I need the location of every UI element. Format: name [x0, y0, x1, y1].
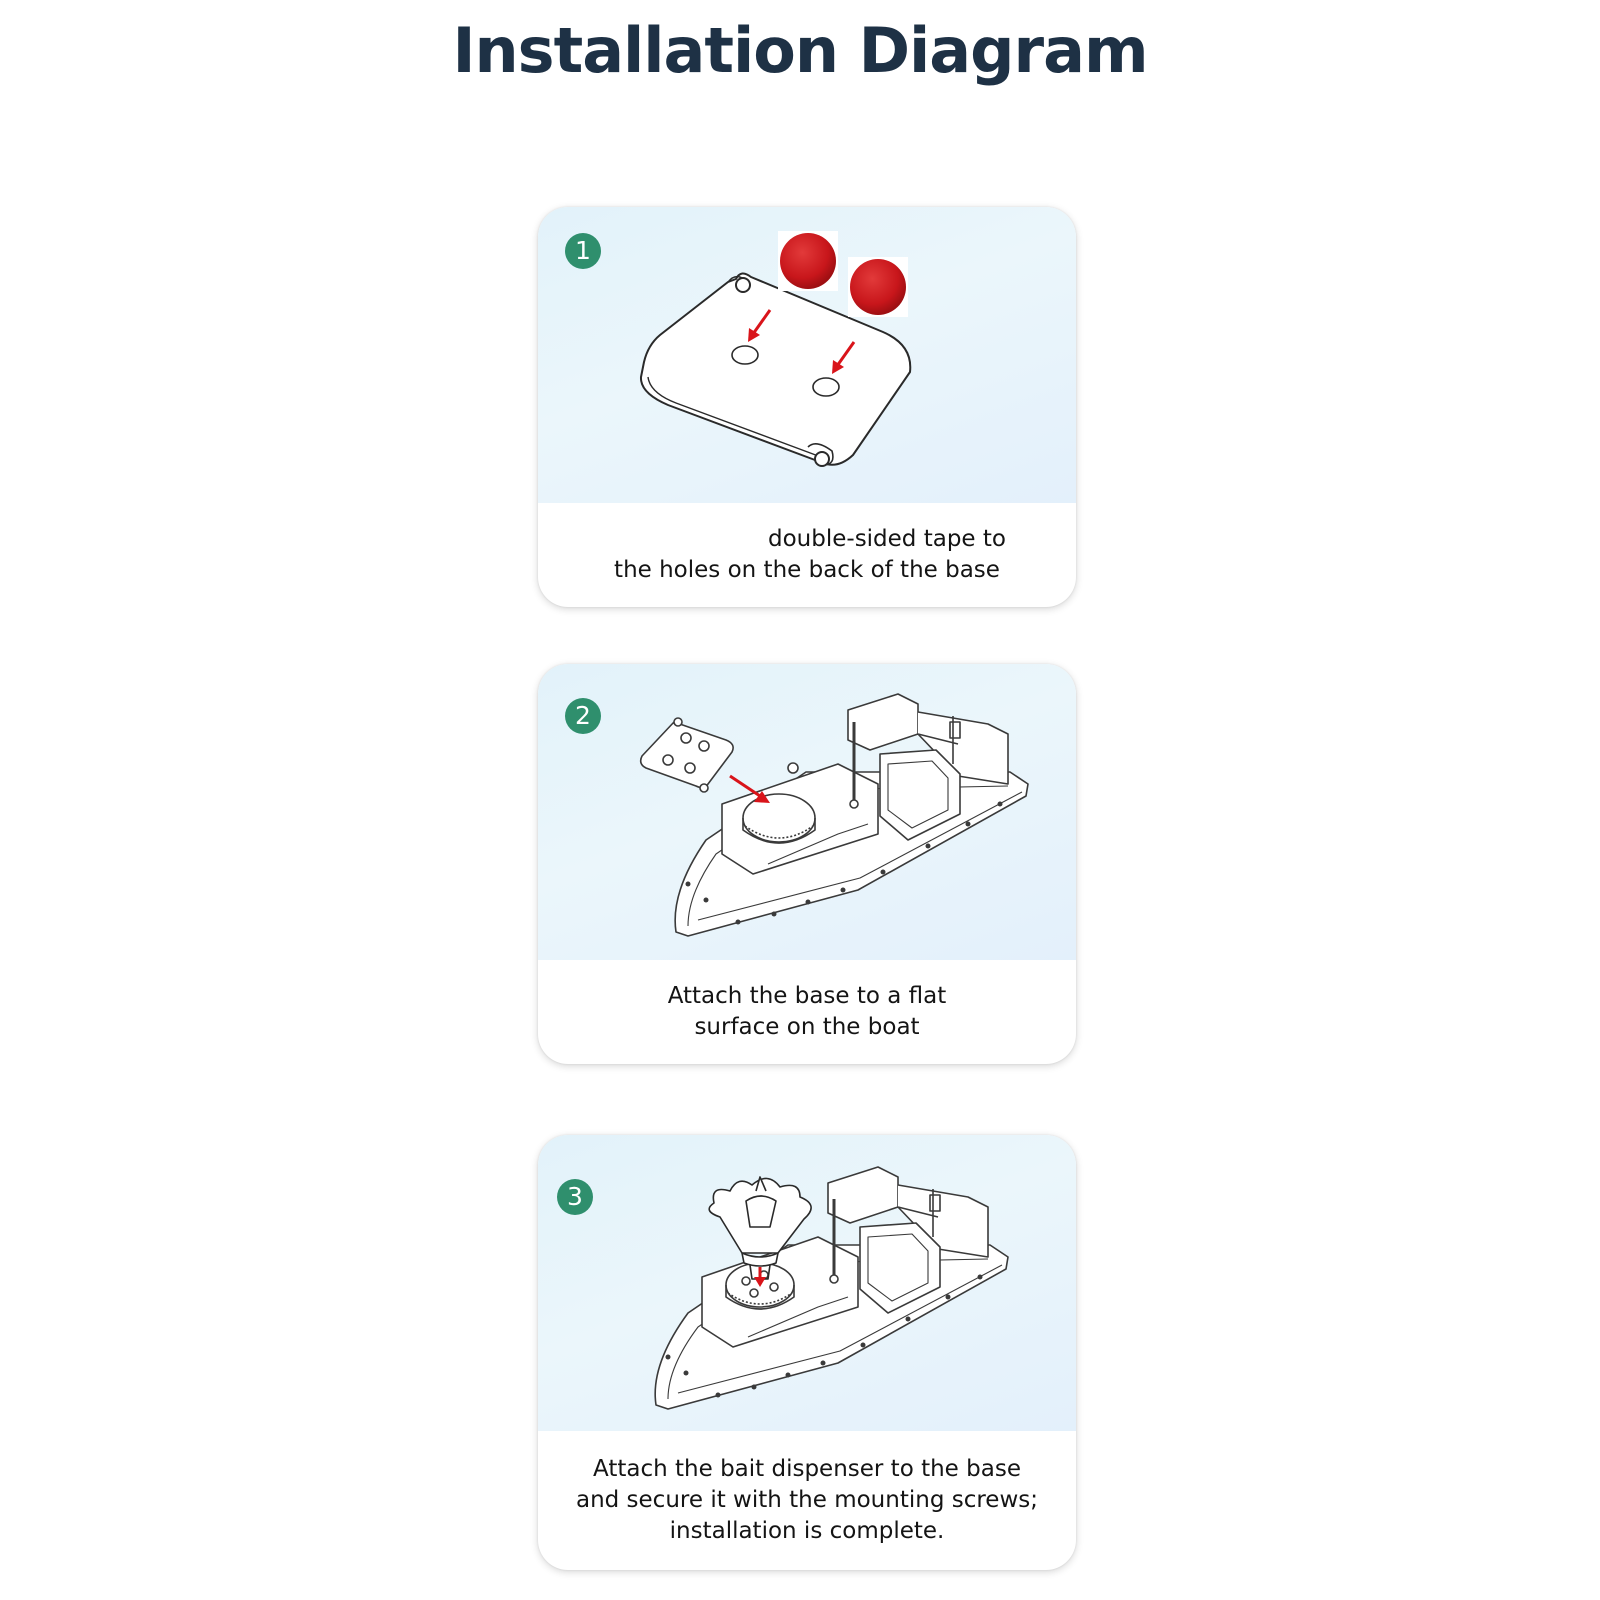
page-title: Installation Diagram [452, 14, 1148, 87]
step-1-caption: double-sided tape to the holes on the ba… [538, 503, 1076, 607]
step-1-caption-line-1: double-sided tape to [768, 526, 1006, 552]
double-sided-tape-icon [848, 257, 908, 317]
step-3-illustration: 3 [538, 1135, 1076, 1431]
step-3-caption-line-2: and secure it with the mounting screws; [575, 1487, 1039, 1513]
step-2-badge: 2 [565, 698, 601, 734]
step-1-caption-line-2: the holes on the back of the base [614, 557, 1000, 583]
boat-illustration [674, 693, 1029, 937]
step-3-caption: Attach the bait dispenser to the base an… [538, 1431, 1076, 1570]
step-3-caption-line-1: Attach the bait dispenser to the base [593, 1456, 1021, 1482]
base-plate-illustration [639, 717, 734, 793]
arrow-icon [832, 341, 856, 374]
arrow-icon [748, 309, 772, 342]
step-2-caption-line-1: Attach the base to a flat [667, 983, 947, 1009]
step-2-card: 2 Attach the base to a flat surface on t… [538, 664, 1076, 1064]
step-3-caption-line-3: installation is complete. [669, 1518, 945, 1544]
step-3-card: 3 Attach the bait dispenser to the base … [538, 1135, 1076, 1570]
step-2-caption: Attach the base to a flat surface on the… [538, 960, 1076, 1064]
step-1-card: 1 double-sided tape to the holes on the … [538, 207, 1076, 607]
base-plate-illustration [639, 272, 912, 467]
double-sided-tape-icon [778, 231, 838, 291]
step-1-badge: 1 [565, 233, 601, 269]
arrow-icon [754, 1267, 766, 1287]
boat-illustration [654, 1166, 1009, 1410]
step-2-caption-line-2: surface on the boat [694, 1014, 920, 1040]
step-3-badge: 3 [557, 1179, 593, 1215]
step-1-illustration: 1 [538, 207, 1076, 503]
arrow-icon [729, 774, 770, 803]
bait-dispenser-illustration [708, 1176, 812, 1280]
step-2-illustration: 2 [538, 664, 1076, 960]
